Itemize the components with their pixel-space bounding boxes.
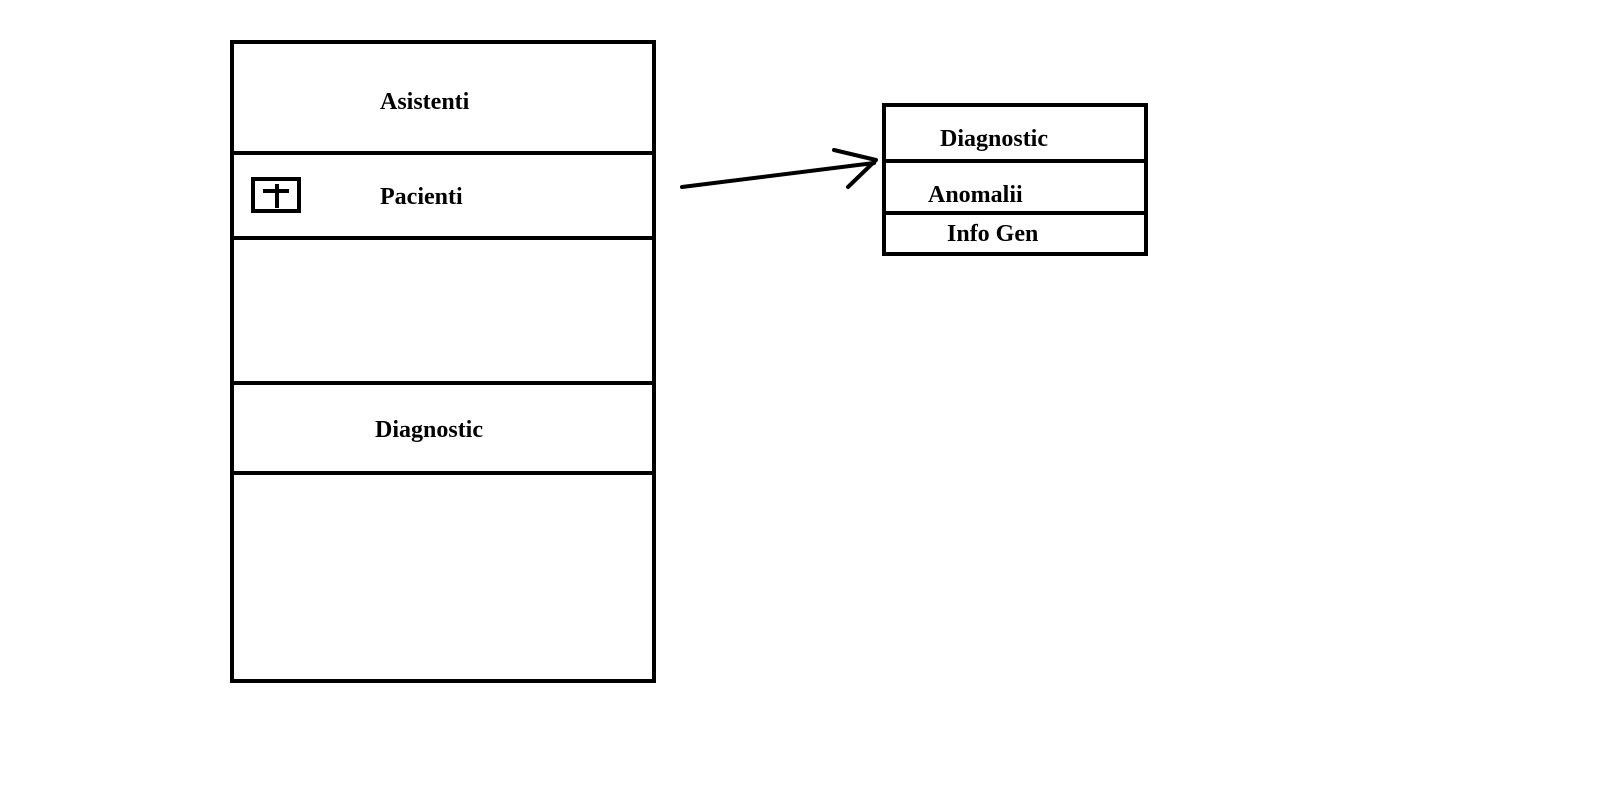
divider [234,471,652,475]
submenu-item-label: Diagnostic [940,126,1048,152]
divider [234,381,652,385]
add-patient-button[interactable] [251,177,301,213]
section-pacienti-label: Pacienti [380,184,463,210]
submenu-item-label: Info Gen [947,221,1039,247]
content-area [234,475,652,679]
divider [886,211,1144,215]
submenu-item-anomalii[interactable]: Anomalii [886,163,1144,211]
section-asistenti-label: Asistenti [380,89,470,115]
submenu-item-diagnostic[interactable]: Diagnostic [886,107,1144,159]
divider [234,236,652,240]
divider [234,151,652,155]
submenu-item-info-gen[interactable]: Info Gen [886,215,1144,256]
patient-submenu: Diagnostic Anomalii Info Gen [882,103,1148,256]
section-asistenti[interactable]: Asistenti [234,44,652,151]
divider [886,159,1144,163]
arrow-right-icon [680,148,878,189]
section-pacienti[interactable]: Pacienti [234,155,652,236]
main-panel: Asistenti Pacienti Diagnostic [230,40,656,683]
submenu-item-label: Anomalii [928,182,1023,208]
empty-area [234,240,652,381]
section-diagnostic-label: Diagnostic [375,417,483,443]
plus-icon [263,184,289,208]
section-diagnostic[interactable]: Diagnostic [234,385,652,471]
